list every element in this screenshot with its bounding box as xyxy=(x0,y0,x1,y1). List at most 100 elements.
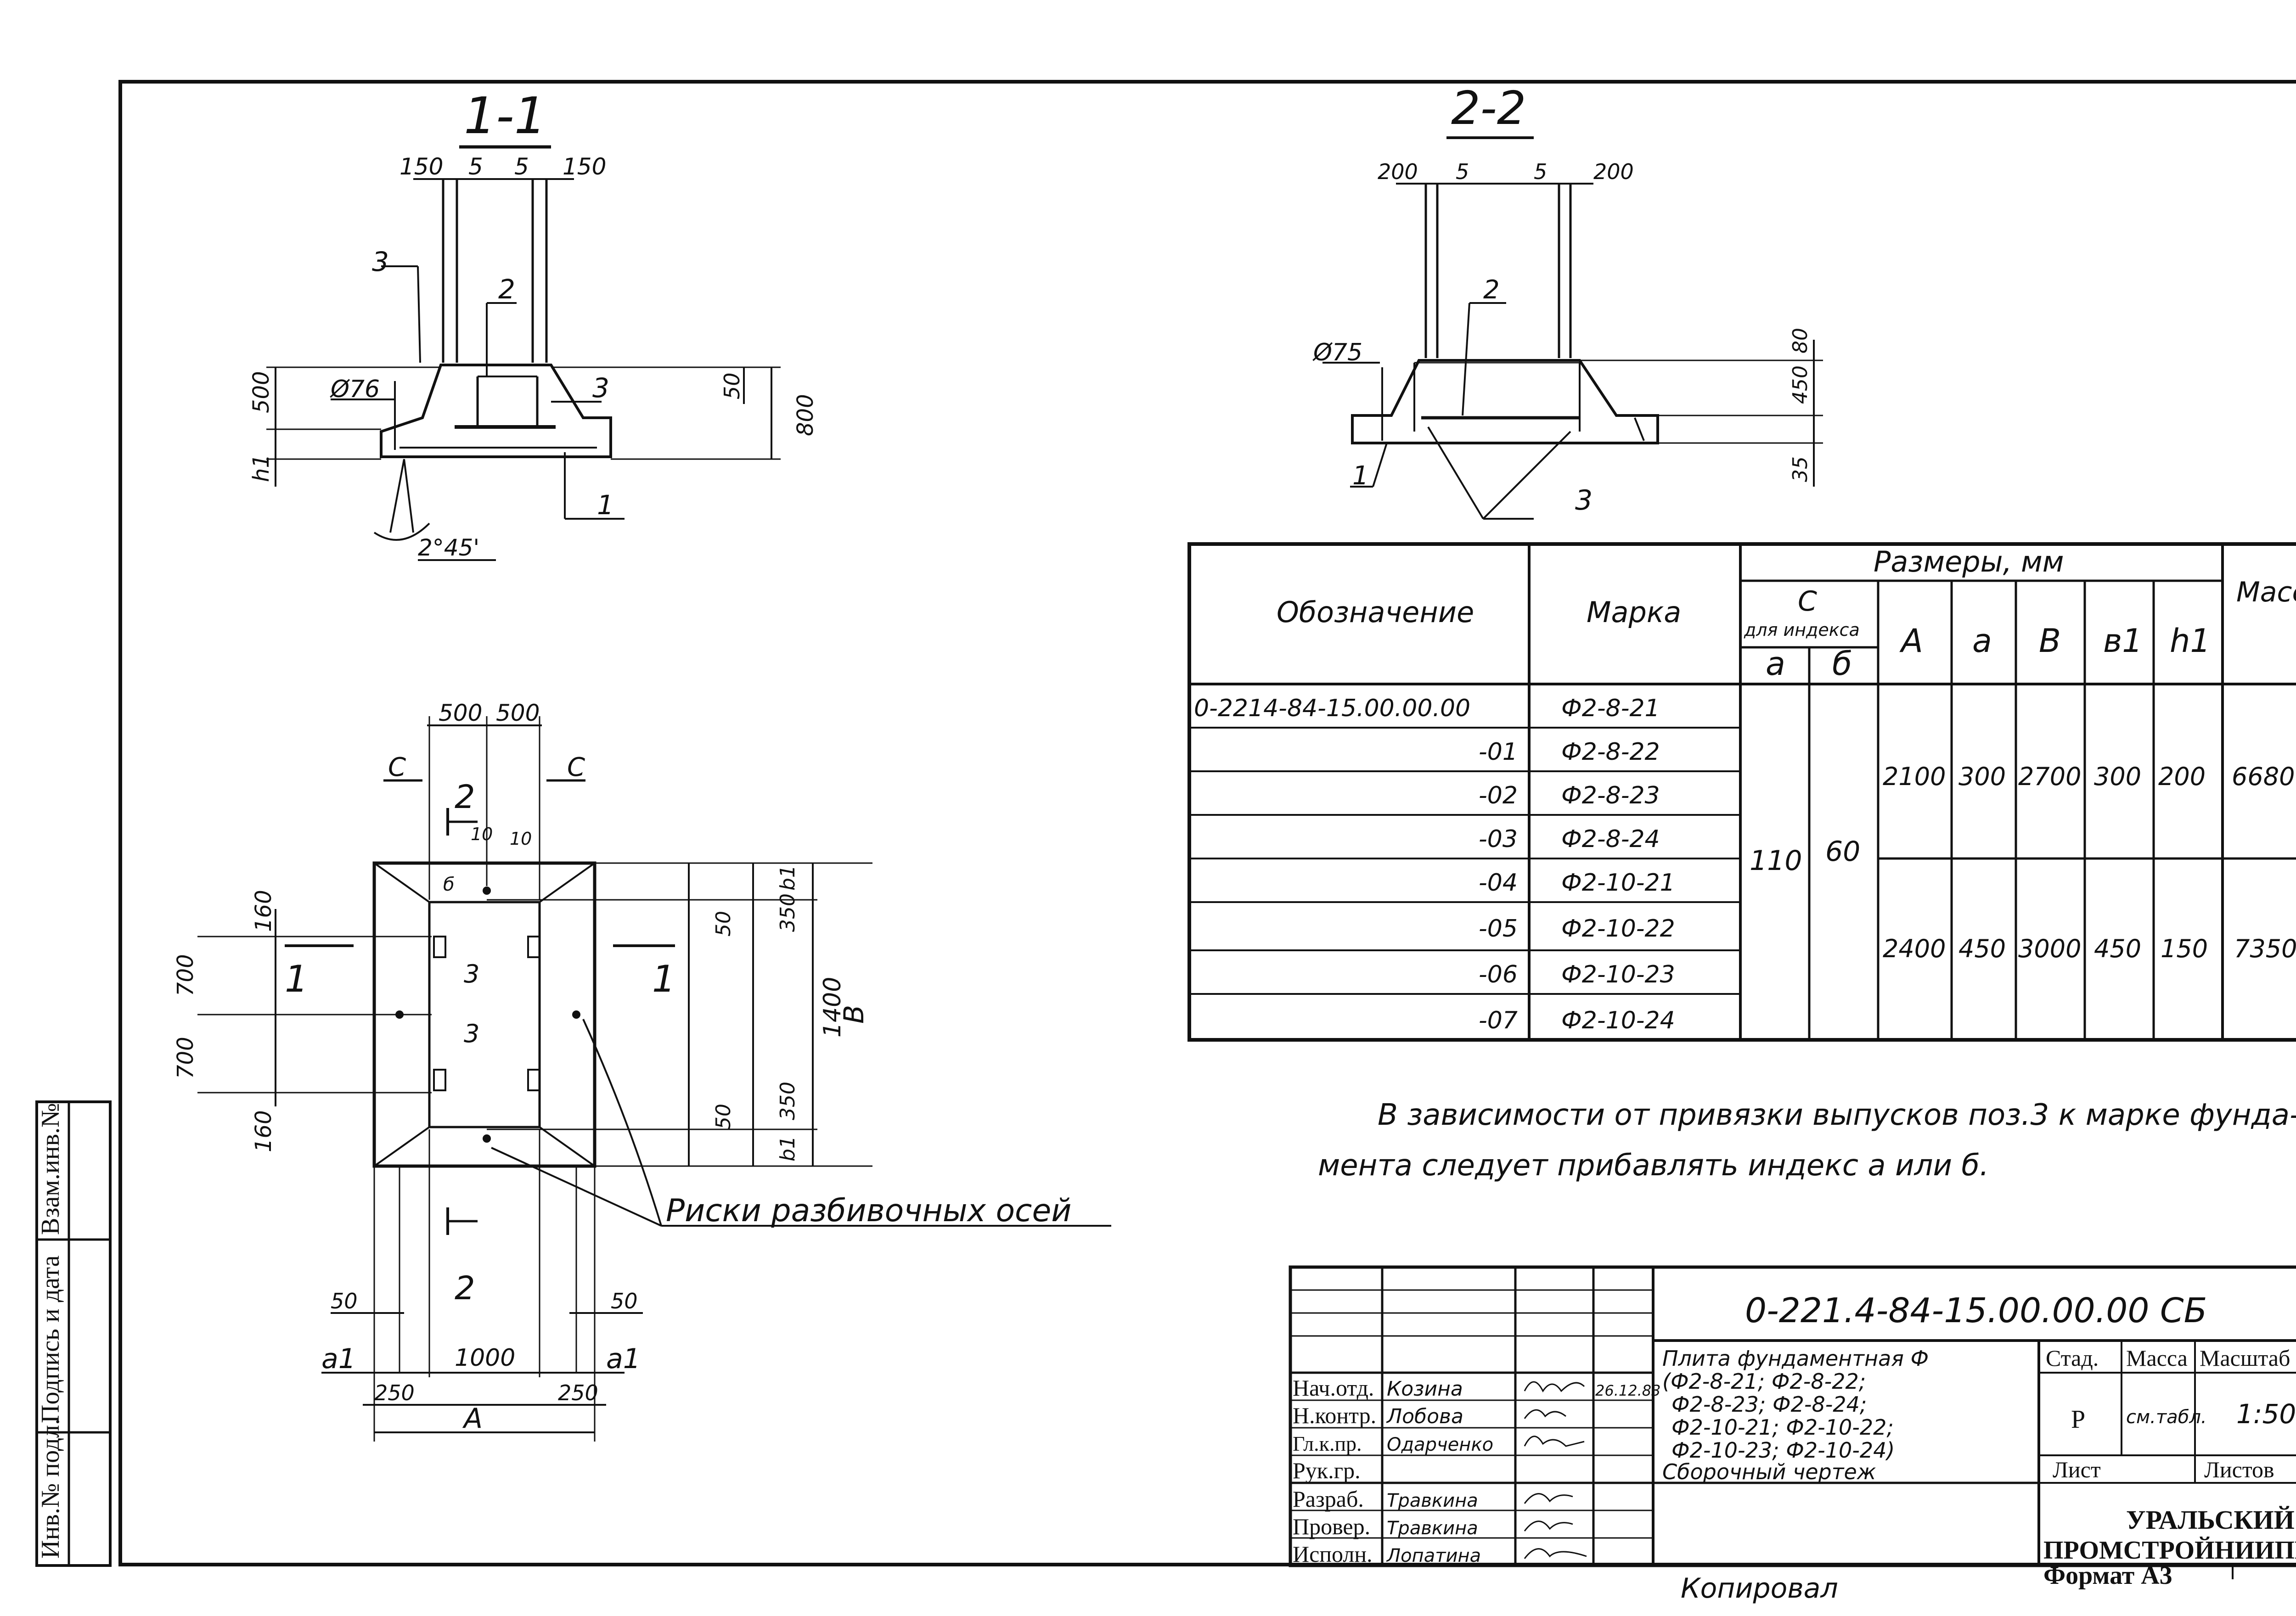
s11-angle: 2°45' xyxy=(418,534,479,561)
th-h1: h1 xyxy=(2170,622,2211,660)
th-a: а xyxy=(1972,622,1992,660)
row-4-designation: -03 xyxy=(1479,825,1518,853)
g1-b1: 300 xyxy=(2094,762,2141,791)
th-c: С xyxy=(1798,585,1817,617)
s11-diameter: Ø76 xyxy=(330,376,380,403)
s11-pos-3-left: 3 xyxy=(372,246,389,277)
plan-dim-700-top: 700 xyxy=(173,954,198,996)
s11-dim-150-right: 150 xyxy=(563,153,606,180)
tb-name-2: Лобова xyxy=(1386,1405,1463,1428)
tb-mass-head: Масса xyxy=(2126,1345,2188,1371)
title-block: 0-221.4-84-15.00.00.00 СБ Нач.отд. Н.кон… xyxy=(1289,1265,2296,1567)
spec-table: Обозначение Марка Размеры, мм С для инде… xyxy=(1187,542,2296,1042)
tb-date: 26.12.83 xyxy=(1595,1382,1661,1399)
side-stamp: Инв.№ подл. Подпись и дата Взам.инв.№ xyxy=(35,1100,112,1567)
row-5-mark: Ф2-10-21 xyxy=(1561,869,1675,897)
tb-name-6: Травкина xyxy=(1387,1518,1478,1539)
tb-name-line-5: Ф2-10-23; Ф2-10-24) xyxy=(1671,1438,1895,1463)
row-1-designation: 0-2214-84-15.00.00.00 xyxy=(1194,695,1470,722)
plan-cut-1-left: 1 xyxy=(285,958,308,1000)
g2-mass: 7350 xyxy=(2234,934,2296,963)
s11-dim-500: 500 xyxy=(248,371,274,413)
plan-dim-250-left: 250 xyxy=(374,1380,415,1405)
tb-sheets-label: Листов xyxy=(2204,1457,2274,1482)
th-mass: Масса, кг xyxy=(2236,576,2296,608)
tb-role-2: Н.контр. xyxy=(1293,1403,1376,1428)
tb-org-1: УРАЛЬСКИЙ xyxy=(2126,1505,2295,1535)
th-idx-b: б xyxy=(1832,645,1852,683)
g2-h1: 150 xyxy=(2161,934,2208,963)
tb-stage: Р xyxy=(2071,1405,2085,1434)
s22-dim-5-right: 5 xyxy=(1534,159,1547,184)
signature-5 xyxy=(1524,1493,1573,1504)
plan-dim-160-bottom: 160 xyxy=(251,1110,276,1152)
s11-dim-800: 800 xyxy=(793,394,818,436)
signature-7 xyxy=(1524,1548,1587,1559)
tb-name-5: Травкина xyxy=(1387,1490,1478,1511)
s22-dim-200-left: 200 xyxy=(1378,159,1418,184)
tb-name-line-3: Ф2-8-23; Ф2-8-24; xyxy=(1671,1392,1867,1417)
plan-dim-350-top: 350 xyxy=(776,893,799,932)
stamp-sign: Подпись и дата xyxy=(36,1255,65,1423)
row-3-designation: -02 xyxy=(1479,782,1518,809)
plan-dim-a1-left: a1 xyxy=(321,1343,356,1375)
row-3-mark: Ф2-8-23 xyxy=(1561,782,1660,809)
format-label: Формат А3 xyxy=(2043,1561,2172,1590)
signature-2 xyxy=(1524,1409,1566,1419)
stamp-replace: Взам.инв.№ xyxy=(36,1103,65,1235)
signature-3 xyxy=(1524,1436,1585,1447)
plan-dim-b1-bottom: b1 xyxy=(776,1136,799,1162)
plan-cut-2-bottom: 2 xyxy=(455,1269,475,1307)
row-7-designation: -06 xyxy=(1479,961,1518,988)
plan-dim-1400: 1400 xyxy=(819,977,846,1038)
note-line-1: В зависимости от привязки выпусков поз.3… xyxy=(1378,1098,2296,1132)
plan-cut-c-left: C xyxy=(388,752,406,782)
plan-dim-50-left: 50 xyxy=(331,1289,358,1313)
s11-dim-5-right: 5 xyxy=(514,153,529,180)
row-8-mark: Ф2-10-24 xyxy=(1561,1007,1675,1034)
g2-B: 3000 xyxy=(2018,934,2081,963)
row-6-designation: -05 xyxy=(1479,915,1518,943)
plan-dim-1000: 1000 xyxy=(455,1344,515,1372)
plan-dim-a1-right: a1 xyxy=(606,1343,641,1375)
tb-code: 0-221.4-84-15.00.00.00 СБ xyxy=(1745,1291,2207,1330)
s11-pos-3-right: 3 xyxy=(592,372,609,404)
tb-stage-head: Стад. xyxy=(2046,1345,2099,1371)
tb-role-6: Провер. xyxy=(1293,1514,1370,1539)
section-2-2-title: 2-2 xyxy=(1451,81,1526,135)
s22-dim-80: 80 xyxy=(1789,328,1812,354)
s22-dim-35: 35 xyxy=(1789,456,1812,482)
tb-mass: см.табл. xyxy=(2126,1407,2207,1428)
s22-pos-2: 2 xyxy=(1483,275,1500,305)
g2-a: 450 xyxy=(1958,934,2006,963)
copied-label: Копировал xyxy=(1681,1572,1838,1605)
g1-A: 2100 xyxy=(1883,762,1946,791)
row-4-mark: Ф2-8-24 xyxy=(1561,825,1660,853)
tb-scale: 1:50 xyxy=(2236,1398,2296,1430)
s22-dim-5-left: 5 xyxy=(1456,159,1469,184)
row-1-mark: Ф2-8-21 xyxy=(1561,695,1660,722)
plan-pos-3-top: 3 xyxy=(464,960,479,988)
section-2-2: 2-2 200 5 5 200 Ø75 2 3 1 80 450 xyxy=(1312,81,1823,520)
frame-border xyxy=(118,80,2296,1566)
plan-dim-B: B xyxy=(838,1005,870,1024)
tb-name-line-6: Сборочный чертеж xyxy=(1662,1459,1876,1484)
plan-risk-label: Риски разбивочных осей xyxy=(666,1193,1071,1229)
tb-name-line-4: Ф2-10-21; Ф2-10-22; xyxy=(1671,1415,1894,1440)
tb-name-line-2: (Ф2-8-21; Ф2-8-22; xyxy=(1662,1369,1866,1394)
plan-dim-500-right: 500 xyxy=(496,700,540,726)
plan-b-label: б xyxy=(443,874,455,895)
plan-dim-50-top: 50 xyxy=(712,911,735,937)
s22-dim-200-right: 200 xyxy=(1593,159,1634,184)
th-A: А xyxy=(1899,622,1923,660)
tb-role-4: Рук.гр. xyxy=(1293,1458,1361,1483)
s11-dim-150-left: 150 xyxy=(400,153,443,180)
s11-pos-2: 2 xyxy=(498,274,515,305)
tb-sheet-label: Лист xyxy=(2053,1457,2101,1482)
row-5-designation: -04 xyxy=(1479,869,1518,897)
plan-cut-1-right: 1 xyxy=(652,958,675,1000)
s22-pos-3: 3 xyxy=(1575,484,1593,516)
g1-a: 300 xyxy=(1958,762,2006,791)
th-B: В xyxy=(2039,622,2061,660)
